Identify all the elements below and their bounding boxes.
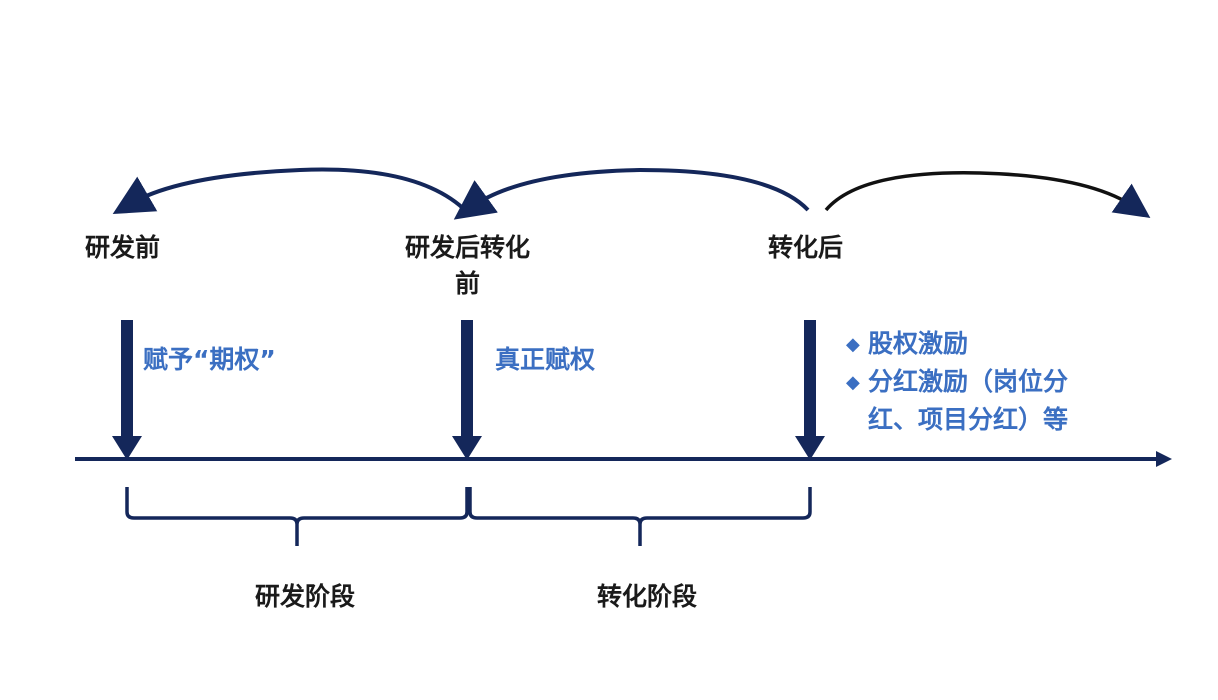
stage-before-rd: 研发前 <box>85 233 161 262</box>
brace-rd-phase <box>125 487 469 546</box>
curve-arrow-back-2 <box>453 167 810 220</box>
stage-after-rd-before-conversion: 研发后转化 前 <box>395 228 540 300</box>
action-real-grant: 真正赋权 <box>495 345 596 374</box>
incentive-continuation: 红、项目分红）等 <box>868 405 1069 434</box>
incentive-text: 股权激励 <box>868 329 969 358</box>
phase-rd: 研发阶段 <box>255 582 356 611</box>
down-arrow-after-conversion <box>795 320 825 460</box>
down-arrow-before-rd <box>112 320 142 460</box>
curve-arrow-forward <box>824 171 1151 218</box>
diamond-bullet-icon: ◆ <box>846 334 860 355</box>
stage-after-conversion: 转化后 <box>768 233 844 262</box>
brace-conversion-phase <box>468 487 812 546</box>
action-grant-option: 赋予“期权” <box>143 345 276 374</box>
incentive-list: ◆ 股权激励 ◆ 分红激励（岗位分 红、项目分红）等 <box>846 325 1068 438</box>
incentive-text: 分红激励（岗位分 <box>868 367 1069 396</box>
stage-line-2: 前 <box>454 269 480 298</box>
stage-line-1: 研发后转化 <box>404 233 530 262</box>
incentive-item: ◆ 分红激励（岗位分 <box>846 363 1068 401</box>
phase-conversion: 转化阶段 <box>597 582 698 611</box>
incentive-item: ◆ 股权激励 <box>846 325 1068 363</box>
down-arrow-after-rd <box>452 320 482 460</box>
curve-arrow-back-1 <box>112 167 469 215</box>
diamond-bullet-icon: ◆ <box>846 372 860 393</box>
timeline-arrowhead <box>1156 451 1172 467</box>
